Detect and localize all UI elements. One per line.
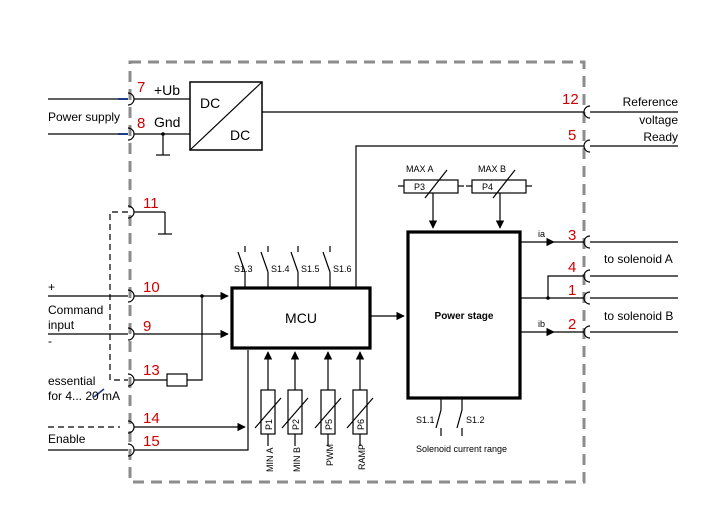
p3-box-label: P3 [414, 182, 425, 192]
max-potentiometers: P3 MAX A P4 MAX B [398, 164, 532, 229]
enable-label: Enable [48, 432, 86, 446]
switch-s15-label: S1.5 [301, 264, 320, 274]
p4-box-label: P4 [482, 182, 493, 192]
ia-label: ia [538, 229, 545, 239]
plus-label: + [48, 280, 55, 294]
pin-11: 11 [143, 195, 159, 212]
pwm-label: PWM [325, 444, 335, 466]
mcu-label: MCU [285, 310, 317, 326]
command-label-2: input [48, 318, 75, 332]
gnd-label: Gnd [154, 114, 180, 130]
pot-p2-label: P2 [291, 419, 301, 430]
pin-15: 15 [143, 433, 160, 450]
mcu-switches: S1.3 S1.4 S1.5 S1.6 [234, 246, 352, 288]
reference-label-1: Reference [623, 95, 679, 109]
pin-13: 13 [143, 362, 160, 379]
ready-output: 5 Ready [355, 127, 678, 290]
reference-voltage-output: 12 Reference voltage [262, 91, 678, 127]
ib-label: ib [538, 319, 545, 329]
pin-14: 14 [143, 410, 160, 427]
pin-9: 9 [143, 318, 151, 335]
switch-s12-label: S1.2 [466, 415, 485, 425]
mcu-block: MCU [230, 286, 372, 350]
solenoid-outputs: ia 3 to solenoid A 4 1 ib 2 to solenoid … [520, 227, 678, 339]
switch-s13-label: S1.3 [234, 264, 253, 274]
pot-p6-label: P6 [356, 419, 366, 430]
pin-7: 7 [137, 79, 145, 96]
pot-p5-label: P5 [324, 419, 334, 430]
mcu-potentiometers: P1 MIN A P2 MIN B P5 PWM P6 RAMP [254, 351, 374, 472]
power-supply-label: Power supply [48, 110, 120, 124]
pin-5: 5 [568, 127, 576, 144]
ready-label: Ready [643, 130, 678, 144]
dc-dc-converter: DC DC [189, 81, 263, 151]
switch-s11-label: S1.1 [416, 415, 435, 425]
pin-4: 4 [568, 259, 576, 276]
power-stage-block: Power stage [406, 230, 522, 400]
enable-input: 14 15 Enable [48, 350, 249, 457]
to-solenoid-a-label: to solenoid A [604, 252, 673, 266]
reference-label-2: voltage [639, 113, 678, 127]
pin-10: 10 [143, 279, 160, 296]
solenoid-range-label: Solenoid current range [416, 444, 507, 454]
minus-label: - [48, 334, 52, 348]
current-input-option: 11 13 essential for 4... 20 mA [48, 195, 203, 403]
command-label-1: Command [48, 303, 103, 317]
dc-out-label: DC [230, 127, 250, 143]
pot-p1-label: P1 [264, 419, 274, 430]
power-supply-section: 7 8 +Ub Gnd Power supply [48, 79, 190, 156]
min-b-label: MIN B [292, 447, 302, 472]
command-input: 10 9 + Command input - [48, 279, 229, 348]
max-b-label: MAX B [478, 164, 506, 174]
switch-s14-label: S1.4 [271, 264, 290, 274]
pin-2: 2 [568, 316, 576, 333]
to-solenoid-b-label: to solenoid B [604, 309, 673, 323]
dc-in-label: DC [200, 95, 220, 111]
pin-8: 8 [137, 115, 145, 132]
min-a-label: MIN A [265, 447, 275, 472]
switch-s16-label: S1.6 [333, 264, 352, 274]
power-stage-switches: S1.1 S1.2 Solenoid current range [416, 398, 507, 454]
pin-1: 1 [568, 282, 576, 299]
device-enclosure [128, 60, 586, 484]
ramp-label: RAMP [357, 444, 367, 470]
essential-label-1: essential [48, 374, 95, 388]
ub-label: +Ub [154, 82, 180, 98]
pin-12: 12 [562, 91, 579, 108]
essential-label-2: for 4... 20 mA [48, 389, 120, 403]
pin-3: 3 [568, 227, 576, 244]
power-stage-label: Power stage [435, 311, 494, 322]
max-a-label: MAX A [406, 164, 434, 174]
